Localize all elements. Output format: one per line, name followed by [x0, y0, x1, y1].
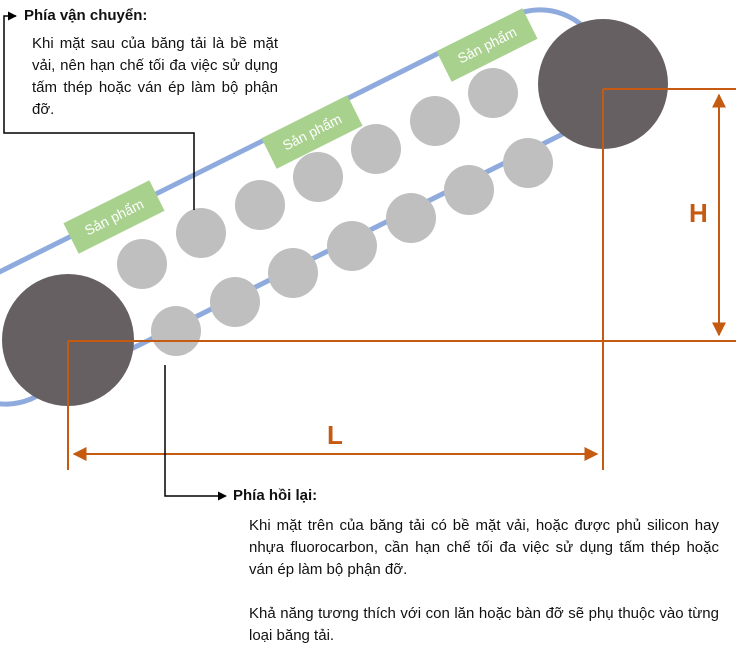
dimension-lines: [67, 88, 736, 470]
return-side-text-2: Khả năng tương thích với con lăn hoặc bà…: [249, 605, 719, 644]
carrying-rollers: [117, 68, 518, 289]
roller: [293, 152, 343, 202]
roller: [386, 193, 436, 243]
roller: [210, 277, 260, 327]
roller: [351, 124, 401, 174]
return-side-description: Khi mặt trên của băng tải có bề mặt vải,…: [249, 515, 719, 647]
roller: [503, 138, 553, 188]
roller: [117, 239, 167, 289]
carrying-side-description: Khi mặt sau của băng tải là bề mặt vải, …: [32, 33, 278, 121]
roller: [151, 306, 201, 356]
roller: [468, 68, 518, 118]
callout-carrying: [3, 11, 195, 210]
carrying-side-title: Phía vận chuyển:: [24, 7, 148, 24]
roller: [235, 180, 285, 230]
return-side-title: Phía hồi lại:: [233, 487, 318, 504]
roller: [327, 221, 377, 271]
return-side-text-1: Khi mặt trên của băng tải có bề mặt vải,…: [249, 517, 719, 578]
height-label: H: [689, 198, 708, 228]
callout-return: [164, 365, 227, 501]
roller: [410, 96, 460, 146]
return-rollers: [151, 138, 553, 356]
carrying-side-text: Khi mặt sau của băng tải là bề mặt vải, …: [32, 35, 278, 118]
roller: [176, 208, 226, 258]
roller: [444, 165, 494, 215]
roller: [268, 248, 318, 298]
head-pulley: [538, 19, 668, 149]
length-label: L: [327, 420, 343, 450]
